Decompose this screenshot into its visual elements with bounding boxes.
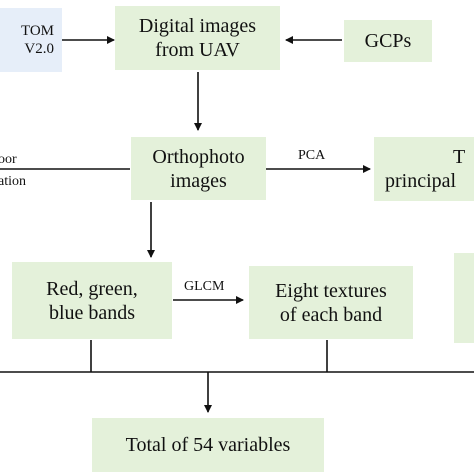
node-total-label: Total of 54 variables [125,434,291,456]
edge-label-left-line-2: ation [0,174,26,189]
node-textures-line-1: Eight textures [275,279,387,302]
edge-label-left-line-1: oor [0,152,17,167]
edge-label-glcm: GLCM [184,279,225,294]
node-digital-images: Digital images from UAV [115,6,280,70]
node-textures: Eight textures of each band [249,266,413,339]
node-source-line-2: V2.0 [24,41,54,57]
node-rgb-line-2: blue bands [48,301,136,324]
node-principal-line-2: principal [385,170,457,192]
node-textures-line-2: of each band [279,303,383,326]
node-principal-line-1: T [453,146,466,168]
node-source-partial: TOM V2.0 [0,8,62,72]
node-total: Total of 54 variables [92,418,324,472]
node-principal-partial: T principal [374,137,474,201]
node-source-line-1: TOM [20,23,54,39]
node-right-partial [454,253,474,343]
node-orthophoto-line-1: Orthophoto [152,145,245,168]
node-gcps: GCPs [344,20,432,62]
node-orthophoto-line-2: images [170,169,227,192]
node-digital-images-line-1: Digital images [138,15,257,37]
node-rgb-bands: Red, green, blue bands [12,262,172,339]
node-digital-images-line-2: from UAV [155,39,240,61]
node-gcps-label: GCPs [364,30,412,52]
node-rgb-line-1: Red, green, [46,277,138,300]
node-orthophoto: Orthophoto images [131,137,266,200]
edge-label-pca: PCA [298,148,326,163]
